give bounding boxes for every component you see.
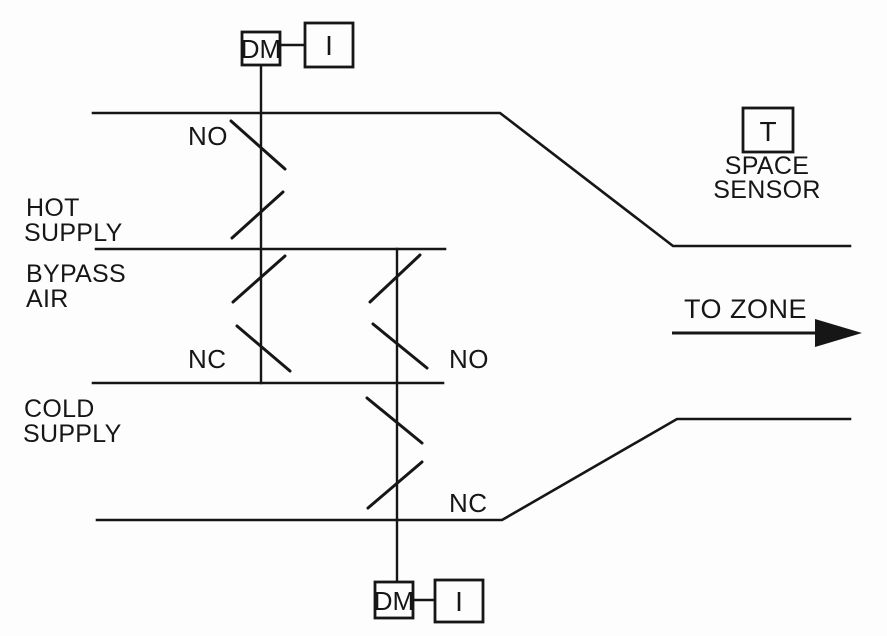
bypass-air-label-line2: AIR xyxy=(26,285,69,313)
bypass-air-label-line1: BYPASS xyxy=(26,260,126,288)
duct-outer-wall-bottom xyxy=(95,417,852,522)
hot-damper-state-label: NO xyxy=(188,121,228,151)
bypass-damper-right xyxy=(368,253,429,370)
to-zone-flow: TO ZONE xyxy=(672,294,862,347)
sensor-caption-line1: SPACE xyxy=(725,152,809,180)
bypass-left-damper-state-label: NC xyxy=(188,344,227,374)
damper-blade xyxy=(230,190,285,240)
top-damper-motor-assembly: DM I xyxy=(240,21,355,69)
sensor-symbol: T xyxy=(759,116,776,147)
damper-motor-label: DM xyxy=(241,34,281,64)
damper-blade xyxy=(366,460,424,510)
damper-blade xyxy=(365,396,424,445)
space-sensor: T SPACE SENSOR xyxy=(713,106,820,204)
bottom-damper-motor-assembly: DM I xyxy=(373,578,485,624)
damper-blade xyxy=(371,322,429,370)
damper-state-labels: NO NC NO NC xyxy=(188,121,489,518)
sensor-box xyxy=(741,106,795,154)
cold-damper-state-label: NC xyxy=(449,488,488,518)
damper-motor-box xyxy=(373,580,415,620)
transducer-label: I xyxy=(455,586,463,617)
duct-labels: HOT SUPPLY BYPASS AIR COLD SUPPLY xyxy=(23,194,126,448)
cold-supply-damper xyxy=(365,396,424,510)
cold-supply-label-line1: COLD xyxy=(24,395,95,423)
sensor-caption-line2: SENSOR xyxy=(713,176,820,204)
damper-motor-box xyxy=(240,30,282,67)
hot-supply-damper xyxy=(229,119,287,240)
bypass-damper-left xyxy=(231,254,292,373)
hot-supply-label-line1: HOT xyxy=(26,194,80,222)
damper-motor-label: DM xyxy=(374,586,414,616)
to-zone-label: TO ZONE xyxy=(684,294,807,324)
damper-blade xyxy=(229,119,287,171)
cold-supply-label-line2: SUPPLY xyxy=(23,420,122,448)
hot-supply-label-line2: SUPPLY xyxy=(24,219,123,247)
transducer-label: I xyxy=(325,30,333,61)
damper-blade xyxy=(235,324,292,373)
bypass-right-damper-state-label: NO xyxy=(449,344,489,374)
damper-blade xyxy=(231,254,287,304)
flow-arrow-icon xyxy=(815,319,862,347)
duct-outer-wall-top xyxy=(91,111,852,248)
transducer-box xyxy=(433,578,485,624)
transducer-box xyxy=(303,21,355,69)
damper-blade xyxy=(368,253,422,304)
